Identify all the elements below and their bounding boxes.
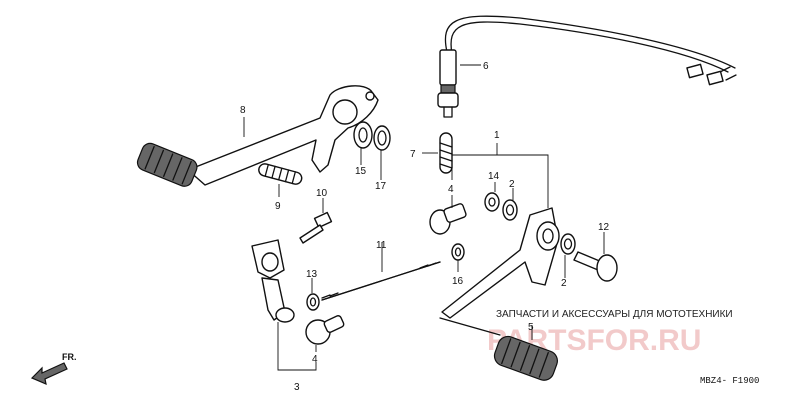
part-8-brake-pedal [136, 85, 379, 187]
label-8: 8 [240, 105, 246, 116]
fr-label: FR. [62, 352, 77, 362]
part-6-switch-cable [437, 15, 737, 118]
label-16: 16 [452, 276, 464, 287]
label-2-upper: 2 [509, 179, 515, 190]
label-10: 10 [316, 188, 328, 199]
label-17: 17 [375, 181, 387, 192]
part-13-nut [306, 293, 320, 311]
part-17-circlip [373, 125, 391, 151]
front-direction-marker: FR. [30, 352, 77, 386]
part-2-lower-circlip [560, 233, 576, 255]
part-4-upper-rod-end [429, 203, 467, 235]
part-16-nut [451, 243, 465, 261]
part-14-washer [484, 192, 500, 212]
part-4-lower-rod-end [305, 315, 345, 345]
diagram-code: MBZ4- F1900 [700, 376, 759, 386]
label-9: 9 [275, 201, 281, 212]
part-12-pivot-bolt [573, 251, 618, 282]
label-4-upper: 4 [448, 184, 454, 195]
part-10-bolt [299, 211, 333, 244]
part-5-pedal-rubber [493, 335, 558, 381]
part-1-shift-pedal [439, 207, 560, 336]
label-14: 14 [488, 171, 500, 182]
label-7: 7 [410, 149, 416, 160]
part-7-spring [439, 132, 453, 174]
part-11-tie-rod [321, 261, 441, 301]
part-2-upper-circlip [502, 199, 518, 221]
part-15-bushing [353, 121, 373, 149]
label-5: 5 [528, 322, 534, 333]
label-11: 11 [376, 240, 387, 251]
watermark-subtitle: ЗАПЧАСТИ И АКСЕССУАРЫ ДЛЯ МОТОТЕХНИКИ [496, 309, 733, 320]
label-4-lower: 4 [312, 354, 318, 365]
part-labels: 8 6 7 9 10 15 17 1 4 14 2 11 13 16 2 12 … [240, 61, 610, 393]
label-1: 1 [494, 130, 500, 141]
label-6: 6 [483, 61, 489, 72]
part-3-shift-arm-assembly [251, 239, 295, 323]
leader-lines [243, 64, 605, 371]
part-9-spring [258, 163, 303, 185]
label-2-lower: 2 [561, 278, 567, 289]
label-13: 13 [306, 269, 318, 280]
label-3: 3 [294, 382, 300, 393]
label-12: 12 [598, 222, 610, 233]
label-15: 15 [355, 166, 367, 177]
